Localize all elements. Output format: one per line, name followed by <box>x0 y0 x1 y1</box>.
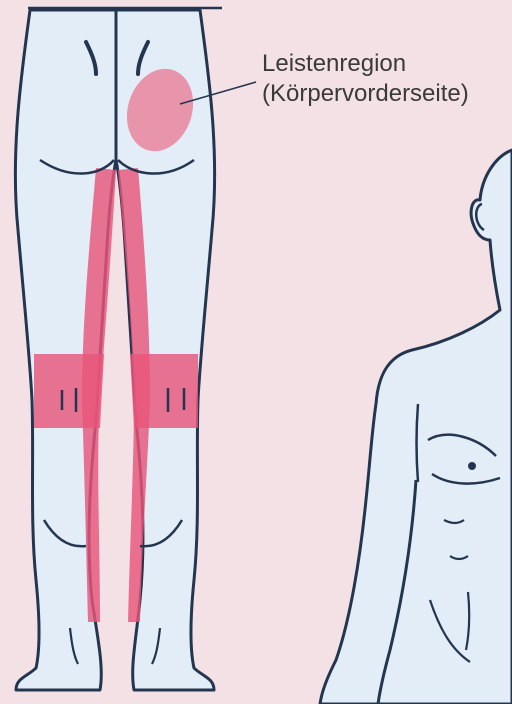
groin-region-sublabel: (Körpervorderseite) <box>262 79 469 109</box>
torso-front-view <box>320 150 512 704</box>
legs-back-view <box>15 8 222 690</box>
groin-region-label: Leistenregion <box>262 49 406 79</box>
nipple <box>468 462 476 470</box>
